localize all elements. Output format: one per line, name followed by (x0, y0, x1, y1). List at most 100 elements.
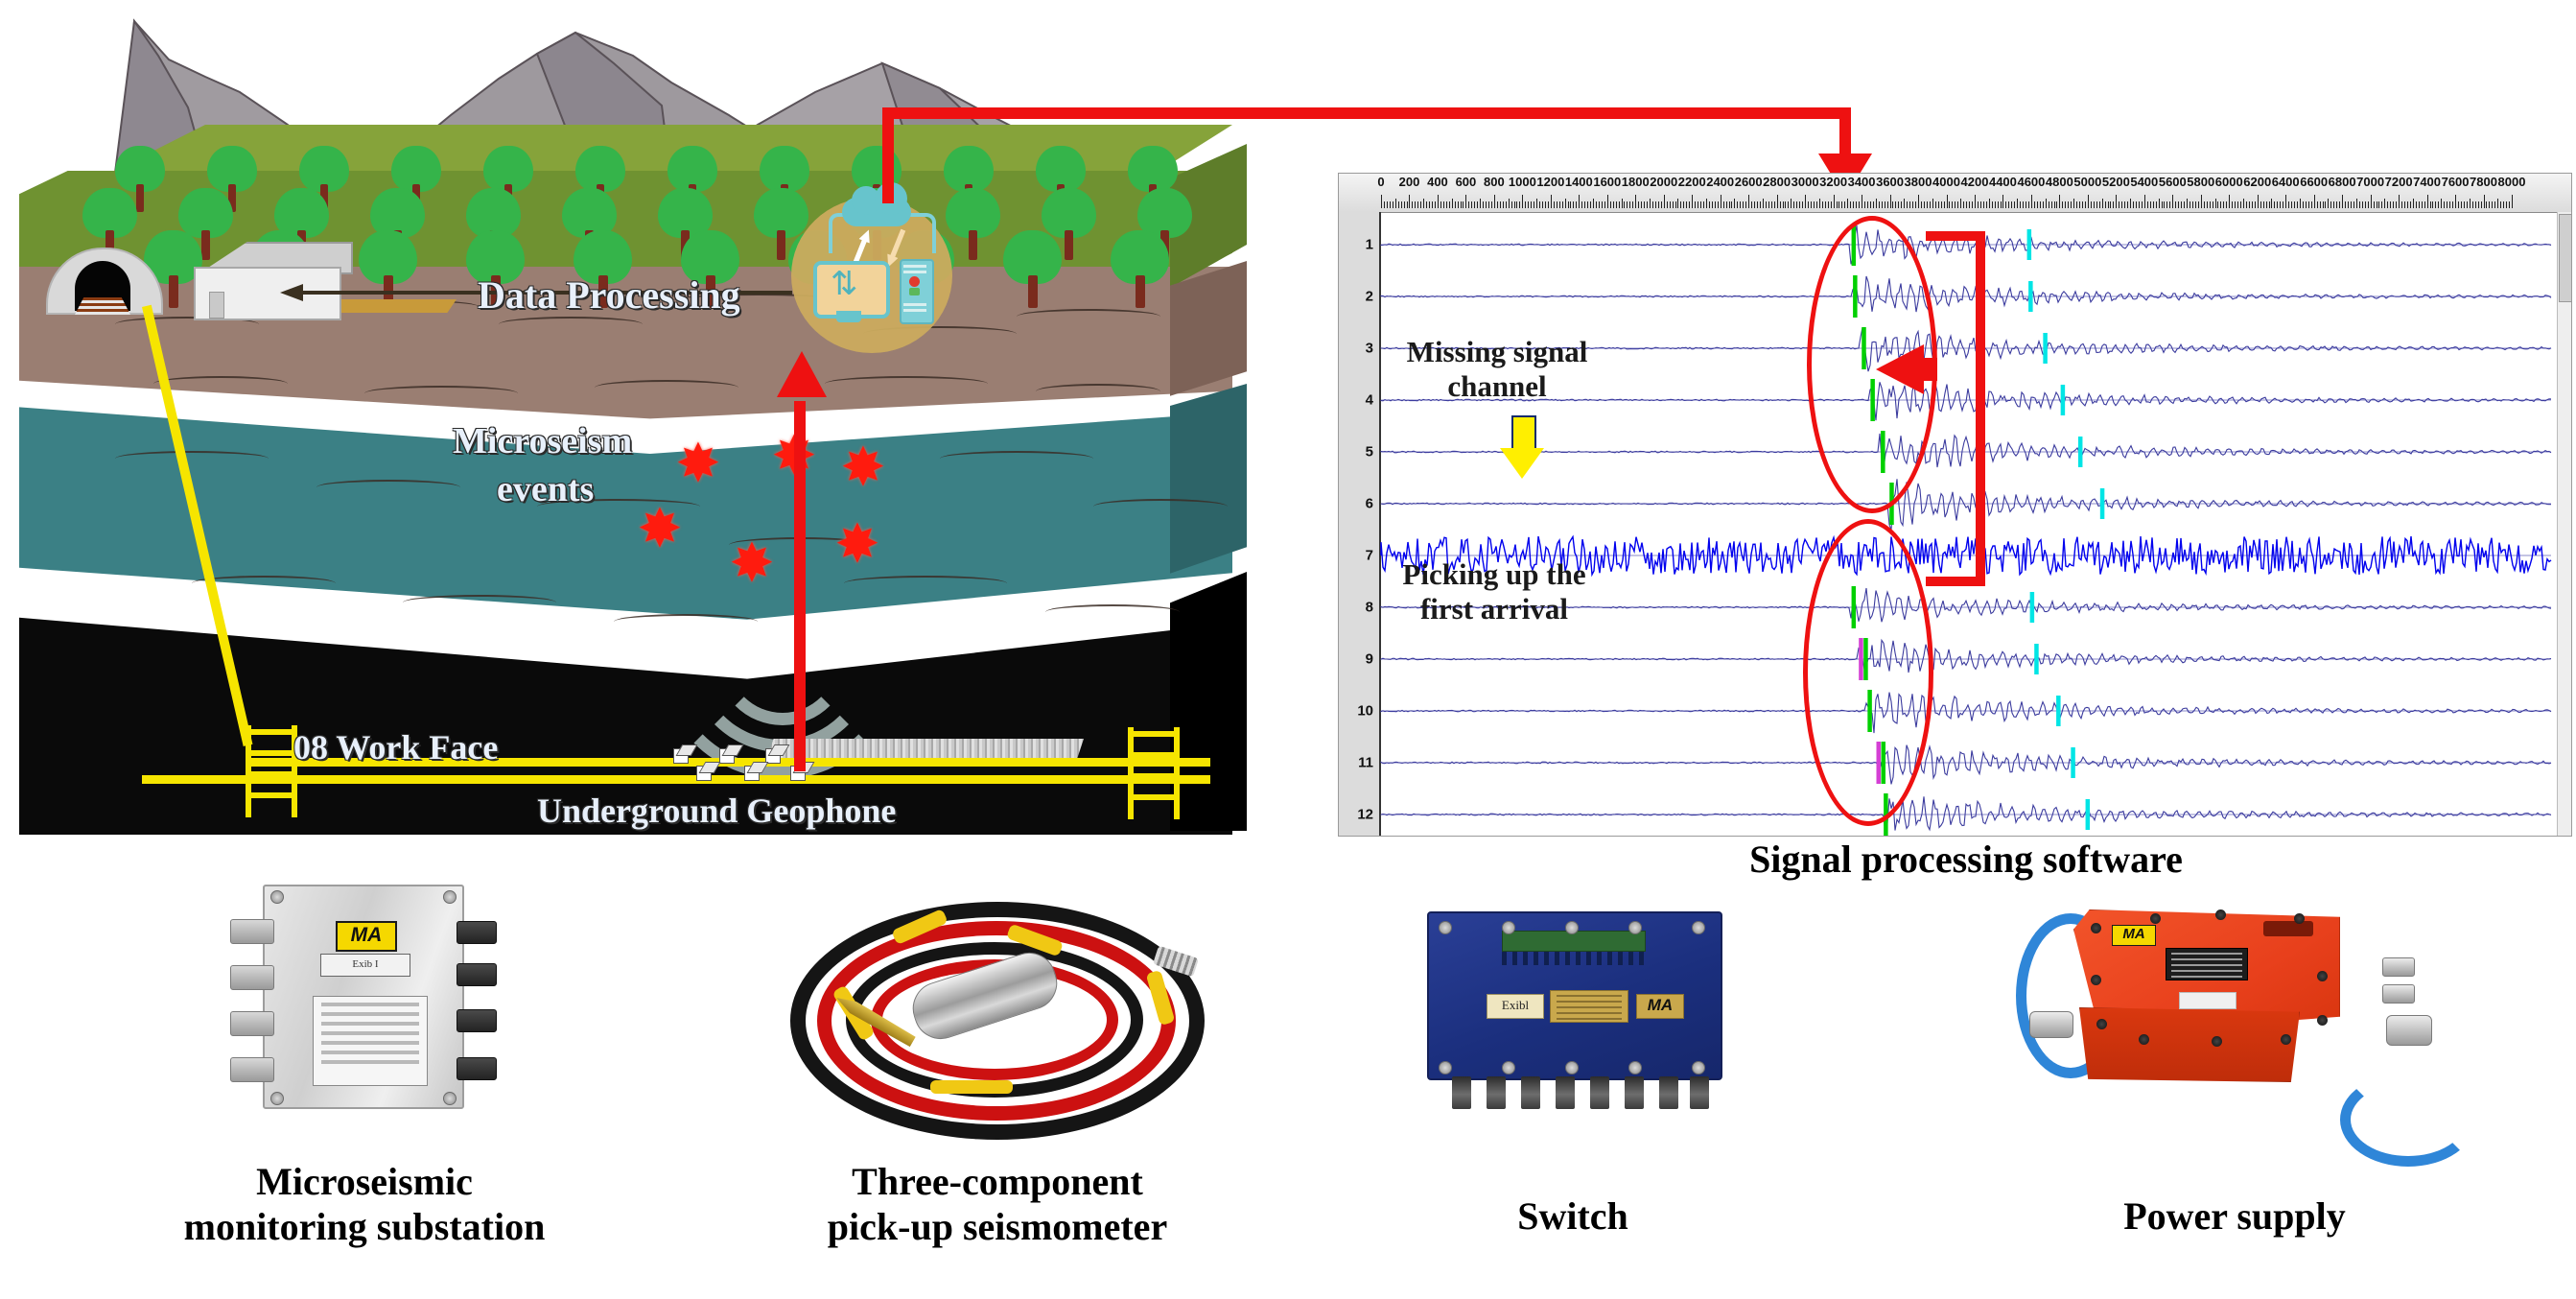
ruler-tick (1979, 201, 1981, 208)
connector-right-4 (457, 1057, 497, 1080)
ruler-tick (2342, 195, 2344, 208)
ruler-tick (2087, 195, 2089, 208)
ruler-tick-label: 3200 (1819, 175, 1848, 189)
ruler-tick (2053, 201, 2055, 208)
ruler-tick (1937, 201, 1939, 208)
software-link-right-drop (1839, 107, 1851, 163)
ruler-tick (1943, 201, 1945, 208)
connector-right-1 (457, 921, 497, 944)
ruler-tick (2141, 201, 2143, 208)
ruler-tick (1644, 201, 1646, 208)
ruler-tick (1762, 199, 1764, 208)
ruler-tick (1748, 195, 1750, 208)
ruler-tick (1811, 201, 1813, 208)
ruler-tick (1815, 201, 1817, 208)
tree-icon (466, 188, 522, 261)
ruler-tick (1686, 201, 1688, 208)
ruler-tick (2090, 201, 2092, 208)
ruler-tick (1442, 201, 1444, 208)
strata-crack (863, 326, 1017, 342)
secondary-pick-marker (2028, 281, 2033, 312)
ruler-tick-label: 1400 (1564, 175, 1593, 189)
waveform-trace (1380, 327, 2552, 372)
secondary-pick-marker (2056, 696, 2061, 726)
ruler-tick-label: 7400 (2413, 175, 2442, 189)
ruler-tick (1638, 201, 1640, 208)
ruler-tick (2310, 201, 2312, 208)
ruler-tick (2364, 201, 2366, 208)
ruler-tick (1853, 201, 1855, 208)
ruler-tick (2339, 201, 2341, 208)
waveform-trace (1380, 638, 2552, 673)
block-side-coal (1170, 572, 1247, 831)
ruler-tick (1423, 199, 1425, 208)
ruler-tick (2271, 199, 2273, 208)
label-work-face: 08 Work Face (293, 728, 499, 767)
ruler-tick (1904, 199, 1906, 208)
tree-icon (299, 146, 349, 212)
ruler-tick (2381, 201, 2383, 208)
caption-substation: Microseismic monitoring substation (183, 1160, 546, 1249)
ruler-tick (2033, 201, 2035, 208)
ruler-tick (1866, 201, 1868, 208)
ruler-tick (2452, 201, 2454, 208)
ruler-tick (1977, 201, 1979, 208)
strata-crack (614, 614, 758, 629)
ruler-tick-label: 4200 (1960, 175, 1989, 189)
ruler-tick (1963, 201, 1965, 208)
ruler-tick (1985, 201, 1987, 208)
ruler-tick (2333, 201, 2335, 208)
ruler-tick (1695, 201, 1697, 208)
connector-left-2 (230, 965, 274, 990)
ruler-tick (1909, 201, 1911, 208)
ruler-tick (1926, 201, 1928, 208)
ruler-tick (1587, 201, 1589, 208)
ruler-tick (2184, 201, 2186, 208)
ruler-tick (2418, 201, 2420, 208)
ruler-tick (2056, 201, 2058, 208)
ruler-tick (2237, 201, 2239, 208)
ruler-tick (2373, 201, 2375, 208)
ruler-tick (1934, 201, 1936, 208)
ruler-tick (1609, 201, 1611, 208)
nameplate (313, 996, 428, 1086)
ruler-tick (1635, 195, 1637, 208)
geophone-icon (719, 744, 744, 766)
ruler-tick (1471, 201, 1473, 208)
ruler-tick-label: 200 (1398, 175, 1420, 189)
ruler-tick (1966, 201, 1968, 208)
vertical-scrollbar[interactable] (2557, 212, 2572, 836)
label-data-processing: Data Processing (478, 273, 740, 317)
ruler-tick (1477, 201, 1479, 208)
ruler-tick (2110, 201, 2112, 208)
ruler-tick (2017, 199, 2019, 208)
channel-number: 1 (1365, 236, 1373, 253)
scrollbar-thumb[interactable] (2559, 214, 2572, 302)
ruler-tick (1714, 201, 1716, 208)
ruler-tick (2466, 201, 2468, 208)
ruler-tick (2014, 201, 2016, 208)
ruler-tick (2187, 199, 2189, 208)
secondary-pick-marker (2026, 229, 2032, 260)
strata-crack (364, 386, 518, 401)
ruler-tick (1802, 201, 1804, 208)
waveform-trace (1380, 275, 2552, 313)
ruler-tick (1389, 201, 1391, 208)
ruler-tick (1782, 201, 1784, 208)
caption-signal-processing-software: Signal processing software (1749, 838, 2183, 881)
waveform-traces (1380, 224, 2552, 836)
waveform-trace-area[interactable] (1379, 212, 2558, 836)
waveform-trace-noisy (1380, 534, 2552, 578)
waveform-trace (1380, 587, 2552, 623)
ruler-tick (1785, 201, 1787, 208)
strata-crack (115, 451, 269, 466)
ruler-tick-label: 4400 (1988, 175, 2017, 189)
ruler-tick (2135, 201, 2137, 208)
ruler-tick (1397, 201, 1399, 208)
ruler-tick (1598, 201, 1600, 208)
ruler-tick (2299, 199, 2301, 208)
channel-number: 2 (1365, 288, 1373, 305)
channel-number: 6 (1365, 495, 1373, 512)
